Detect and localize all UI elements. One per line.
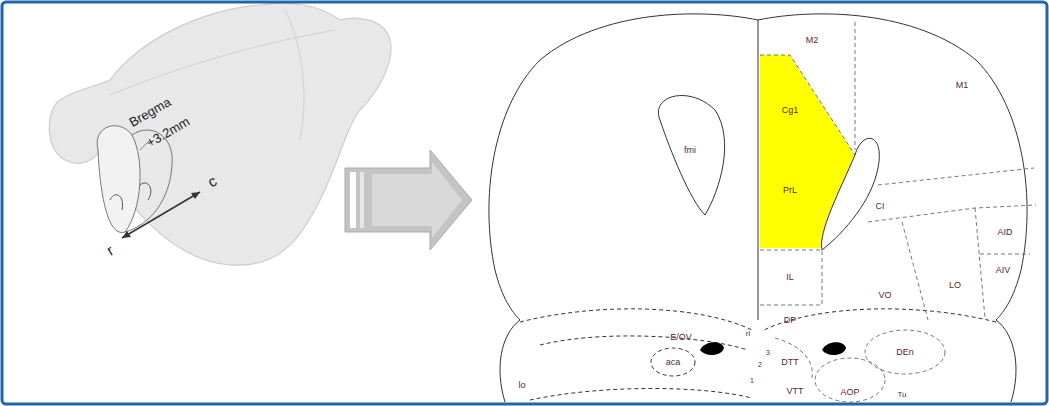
region-label: VO bbox=[878, 291, 891, 300]
ventricle-blob bbox=[700, 342, 724, 355]
region-label: AIV bbox=[996, 266, 1011, 275]
region-label: Tu bbox=[897, 391, 906, 399]
region-border bbox=[868, 205, 1036, 222]
layer-number: 1 bbox=[750, 377, 754, 384]
hemisphere bbox=[758, 14, 1027, 402]
region-border bbox=[760, 55, 855, 155]
region-border bbox=[902, 222, 928, 320]
region-label: DP bbox=[784, 316, 797, 325]
layer-number: 3 bbox=[766, 349, 770, 356]
region-label: VTT bbox=[787, 387, 804, 396]
section-outline bbox=[489, 14, 758, 402]
section-detail bbox=[110, 183, 151, 210]
region-border bbox=[815, 358, 885, 402]
forceps-minor bbox=[658, 96, 724, 215]
arrow-stripe bbox=[350, 172, 356, 228]
region-label: IL bbox=[786, 273, 794, 282]
region-label: aca bbox=[666, 358, 681, 367]
block-arrow bbox=[345, 150, 472, 250]
coronal-section bbox=[489, 14, 1036, 402]
region-label: Cg1 bbox=[782, 106, 799, 115]
region-label: fmi bbox=[684, 146, 696, 155]
region-border bbox=[975, 208, 985, 318]
region-label: AID bbox=[997, 228, 1012, 237]
region-border bbox=[855, 22, 856, 150]
region-label: M1 bbox=[956, 81, 969, 90]
brain-outline bbox=[49, 3, 391, 265]
region-label: AOP bbox=[840, 388, 859, 397]
region-border bbox=[980, 254, 1030, 255]
anterior-commissure bbox=[651, 348, 695, 376]
section-outline bbox=[97, 126, 140, 233]
region-label: DTT bbox=[781, 358, 799, 367]
axis-arrowheads bbox=[122, 192, 200, 238]
region-border bbox=[520, 309, 752, 330]
region-border bbox=[530, 388, 752, 400]
region-borders bbox=[760, 22, 1036, 402]
region-label: M2 bbox=[806, 36, 819, 45]
region-label: DEn bbox=[896, 348, 914, 357]
ventricle-blob bbox=[822, 342, 846, 355]
midline bbox=[758, 20, 759, 320]
region-label: PrL bbox=[783, 186, 797, 195]
region-label: CI bbox=[876, 202, 885, 211]
region-border bbox=[775, 338, 812, 378]
region-border bbox=[878, 168, 1034, 185]
hemisphere bbox=[489, 14, 758, 402]
region-label: ri bbox=[746, 330, 750, 338]
arrow-shape bbox=[345, 150, 472, 250]
cerebellum-border bbox=[285, 10, 304, 140]
arrow-highlight bbox=[372, 162, 462, 238]
region-label: E/OV bbox=[670, 333, 692, 342]
region-label: LO bbox=[949, 281, 961, 290]
axis-label: r bbox=[104, 242, 116, 257]
rat-brain-sketch bbox=[49, 3, 391, 265]
axis-arrow bbox=[122, 192, 200, 238]
region-border bbox=[865, 330, 945, 374]
layer-number: 2 bbox=[758, 361, 762, 368]
section-outline bbox=[758, 14, 1027, 402]
region-label: lo bbox=[518, 381, 525, 390]
region-border bbox=[764, 309, 996, 330]
arrow-stripe bbox=[360, 172, 364, 228]
forceps-minor bbox=[822, 138, 880, 250]
region-border bbox=[760, 250, 822, 305]
